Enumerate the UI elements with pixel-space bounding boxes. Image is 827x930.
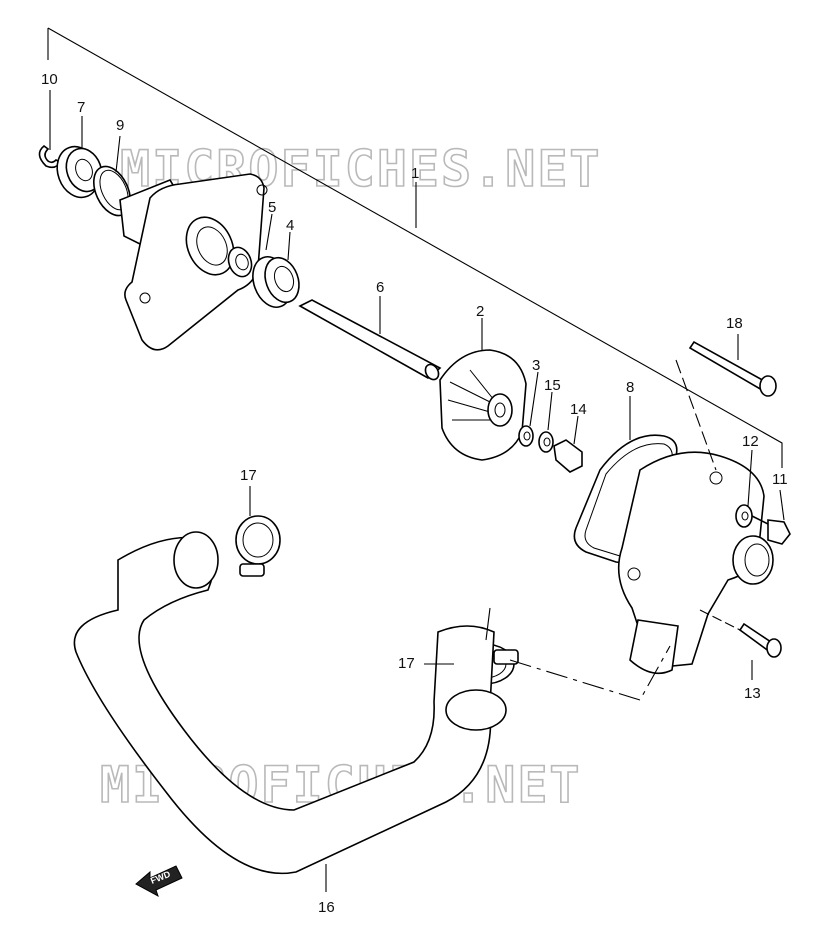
callout-1: 1 bbox=[411, 165, 419, 182]
washer-part-12 bbox=[735, 504, 753, 528]
forward-direction-badge: FWD bbox=[135, 865, 183, 898]
callout-11: 11 bbox=[772, 471, 788, 488]
bearing-part-7 bbox=[56, 145, 103, 199]
callout-4: 4 bbox=[286, 217, 294, 234]
assembly-bracket bbox=[47, 27, 783, 468]
callout-6: 6 bbox=[376, 279, 384, 296]
bolt-part-11 bbox=[751, 515, 791, 545]
callout-9: 9 bbox=[116, 117, 124, 134]
impeller-part-2 bbox=[439, 349, 527, 461]
pump-cover bbox=[119, 173, 268, 351]
callout-12: 12 bbox=[742, 433, 759, 450]
callout-5: 5 bbox=[268, 199, 276, 216]
callout-13: 13 bbox=[744, 685, 761, 702]
callout-17-upper: 17 bbox=[240, 467, 257, 484]
mechanical-seal-part-4 bbox=[252, 256, 300, 308]
callout-labels: 10 7 9 1 5 4 6 2 3 15 14 8 18 12 11 13 1… bbox=[41, 71, 788, 916]
callout-8: 8 bbox=[626, 379, 634, 396]
callout-16: 16 bbox=[318, 899, 335, 916]
seal-part-5 bbox=[227, 246, 253, 278]
bolt-part-14 bbox=[553, 439, 583, 473]
callout-14: 14 bbox=[570, 401, 587, 418]
shaft-part-6 bbox=[298, 299, 442, 381]
callout-3: 3 bbox=[532, 357, 540, 374]
washer-part-3 bbox=[518, 425, 534, 447]
callout-17-lower: 17 bbox=[398, 655, 415, 672]
hose-part-16 bbox=[73, 531, 507, 875]
circlip-part-10 bbox=[38, 144, 62, 169]
bolt-part-13 bbox=[738, 622, 782, 658]
washer-part-15 bbox=[538, 431, 554, 453]
pump-housing bbox=[617, 451, 774, 675]
callout-10: 10 bbox=[41, 71, 58, 88]
hose-clamp-part-17-upper bbox=[235, 515, 281, 577]
long-bolt-part-18 bbox=[688, 340, 777, 397]
leader-lines bbox=[49, 90, 785, 892]
callout-18: 18 bbox=[726, 315, 743, 332]
callout-2: 2 bbox=[476, 303, 484, 320]
callout-15: 15 bbox=[544, 377, 561, 394]
callout-7: 7 bbox=[77, 99, 85, 116]
